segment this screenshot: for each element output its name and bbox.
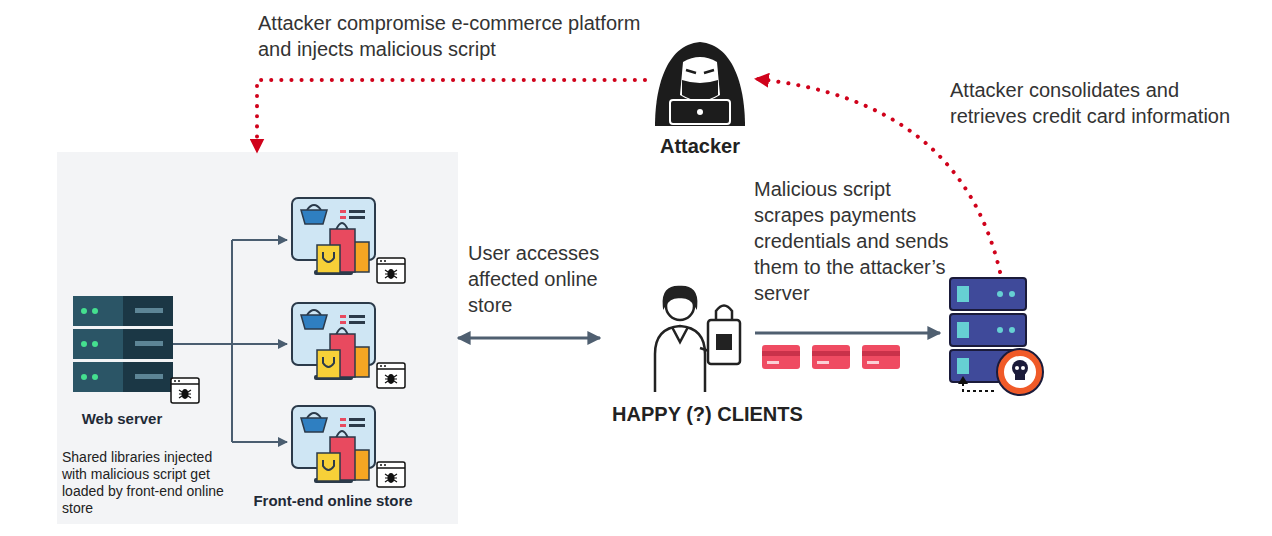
attacker-icon-part [682,80,718,101]
web-server-icon-part [73,296,173,326]
distribution-lines-part [232,441,287,443]
credit-card-icons-part [862,345,900,369]
credit-card-icons-part [762,345,800,369]
attacker-server-icon-part [957,286,969,302]
web-server-icon-part [81,374,87,380]
web-server-icon-part [123,329,173,359]
client-icon-part [708,320,740,364]
attacker-server-icon-part [958,376,968,384]
web-server-icon-part [123,362,173,392]
web-server-icon-part [135,374,163,379]
web-server-icon-part [92,374,98,380]
web-server-icon-part [123,296,173,326]
bug-window-icon [377,363,405,388]
clients-node: HAPPY (?) CLIENTS [600,282,819,434]
attacker-server-icon-part [957,322,969,338]
credit-card-icons [762,345,900,369]
distribution-lines-part [231,240,233,442]
attacker-server-icon-part [997,291,1003,297]
store-monitor-icon [292,303,375,380]
distribution-lines-part [173,343,232,345]
attacker-server-icon [950,278,1043,395]
distribution-lines [173,240,287,442]
web-server-icon-part [135,308,163,313]
access-arrow [458,337,600,340]
credit-card-icons-part [812,351,850,356]
attacker-icon-part [686,70,714,73]
edge-label: Attacker compromise e-commerce platform … [258,10,648,62]
edge-label: User accesses affected online store [468,240,633,318]
credit-card-icons-part [812,345,850,369]
attacker-server-icon-part [1021,366,1025,370]
web-server-panel [57,152,458,524]
web-server-icon-part [81,308,87,314]
clients-label: HAPPY (?) CLIENTS [600,402,815,426]
panel-caption: Shared libraries injected with malicious… [62,449,234,517]
step-note: Malicious script scrapes payments creden… [754,176,952,306]
client-icon-part [672,327,688,342]
client-icon-part [716,334,732,350]
credit-card-icons-part [867,361,879,364]
credit-card-icons-part [767,361,779,364]
attacker-server-icon-part [1015,372,1025,380]
attacker-label: Attacker [645,134,755,158]
client-icon [655,287,740,392]
dotted-attack-arrow [257,80,645,152]
store-label: Front-end online store [233,492,433,510]
attacker-server-icon-part [950,278,1026,310]
web-server-icon-part [92,341,98,347]
store-monitor-icon [292,198,375,275]
bug-window-icon [171,378,199,403]
attacker-icon-part [670,100,730,124]
exfiltration-arrow [755,332,940,335]
attacker-server-icon-part [963,381,994,391]
attacker-server-icon-part [950,314,1026,346]
web-server-icon-part [81,341,87,347]
bug-window-icon [377,258,405,283]
credit-card-icons-part [862,351,900,356]
client-icon-part [655,326,705,392]
attacker-server-icon-part [1004,356,1036,388]
client-icon-part [664,287,696,306]
web-server-panel: Web serverShared libraries injected with… [57,152,458,524]
web-server-icon-part [135,341,163,346]
store-monitor-icon [292,406,375,483]
web-server-icon-part [73,362,173,392]
attacker-server-icon-part [1009,291,1015,297]
attacker-icon-part [680,57,720,102]
web-server-icon [73,296,173,392]
client-icon-part [716,306,732,321]
bug-window-icon [377,462,405,487]
web-server-icon-part [92,308,98,314]
distribution-lines-part [232,239,287,241]
attacker-server-icon-part [1015,366,1019,370]
attacker-icon-part [655,42,745,126]
attacker-server-icon-part [997,349,1043,395]
credit-card-icons-part [817,361,829,364]
web-server-icon-part [73,329,173,359]
attacker-server-icon-part [997,327,1003,333]
distribution-lines-part [232,343,287,345]
attacker-server-icon-part [1009,327,1015,333]
credit-card-icons-part [762,351,800,356]
attacker-icon [655,42,745,126]
attacker-icon-part [697,109,703,115]
attacker-server-icon-part [957,358,969,374]
server-label: Web server [72,410,172,428]
attacker-node: Attacker [645,36,759,162]
step-note: Attacker consolidates and retrieves cred… [950,77,1235,129]
